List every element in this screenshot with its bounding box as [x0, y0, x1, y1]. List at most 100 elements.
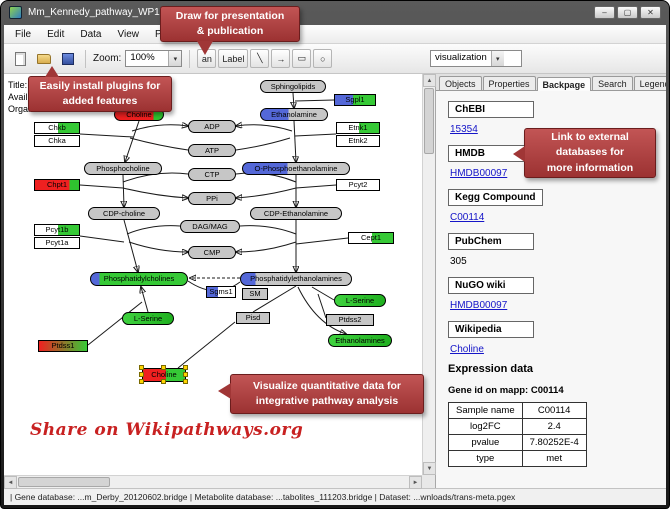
tab-objects[interactable]: Objects: [439, 76, 482, 90]
scroll-left-icon[interactable]: ◄: [4, 476, 17, 489]
titlebar[interactable]: Mm_Kennedy_pathway_WP1771_45176.gp – ▢ ✕: [1, 1, 669, 24]
node-dag-mag[interactable]: DAG/MAG: [180, 220, 240, 233]
new-file-button[interactable]: [10, 49, 30, 69]
node-cmp[interactable]: CMP: [188, 246, 236, 259]
rectangle-tool-button[interactable]: ▭: [292, 49, 312, 68]
tab-legend[interactable]: Legend: [633, 76, 666, 90]
node-sm[interactable]: SM: [242, 288, 268, 300]
tab-properties[interactable]: Properties: [482, 76, 536, 90]
selection-handle[interactable]: [183, 379, 188, 384]
pathway-edge: [317, 293, 327, 319]
node-pisd[interactable]: Pisd: [236, 312, 270, 324]
scroll-up-icon[interactable]: ▲: [423, 74, 436, 87]
selection-handle[interactable]: [161, 379, 166, 384]
label-tool-button[interactable]: Label: [218, 49, 249, 68]
node-pcyt2[interactable]: Pcyt2: [336, 179, 380, 191]
pathway-edge: [235, 137, 291, 151]
arrow-tool-button[interactable]: →: [271, 49, 291, 68]
node-atp[interactable]: ATP: [188, 144, 236, 157]
backpage-link-nugo-wiki[interactable]: HMDB00097: [450, 300, 508, 311]
toolbar-separator: [189, 49, 191, 68]
node-ptdss1[interactable]: Ptdss1: [38, 340, 88, 352]
open-file-button[interactable]: [34, 49, 54, 69]
oval-tool-button[interactable]: ○: [313, 49, 333, 68]
statusbar-text: | Gene database: ...m_Derby_20120602.bri…: [10, 492, 516, 502]
callout-arrow-left-icon: [218, 383, 231, 399]
node-etnk1[interactable]: Etnk1: [336, 122, 380, 134]
backpage-link-wikipedia[interactable]: Choline: [450, 344, 484, 355]
pathway-edge: [87, 301, 143, 346]
callout-text-line: Link to external: [551, 131, 629, 144]
node-o-phosphoethanolamine[interactable]: O-Phosphoethanolamine: [242, 162, 350, 175]
menubar: FileEditDataViewPluginsHelp: [4, 25, 666, 44]
menu-data[interactable]: Data: [80, 28, 102, 40]
backpage-header-nugo-wiki: NuGO wiki: [448, 277, 534, 294]
node-l-serine[interactable]: L-Serine: [334, 294, 386, 307]
pathway-edge: [293, 92, 294, 108]
tab-search[interactable]: Search: [592, 76, 633, 90]
pathway-edge: [141, 287, 149, 313]
node-phosphatidylethanolamines[interactable]: Phosphatidylethanolamines: [240, 272, 352, 286]
backpage-link-kegg-compound[interactable]: C00114: [450, 212, 485, 223]
node-ctp[interactable]: CTP: [188, 168, 236, 181]
vertical-scroll-thumb[interactable]: [424, 88, 434, 154]
node-chpt1[interactable]: Chpt1: [34, 179, 80, 191]
menu-file[interactable]: File: [15, 28, 32, 40]
node-l-serine[interactable]: L-Serine: [122, 312, 174, 325]
close-button[interactable]: ✕: [640, 6, 661, 19]
backpage-link-chebi[interactable]: 15354: [450, 124, 478, 135]
node-etnk2[interactable]: Etnk2: [336, 135, 380, 147]
node-chkb[interactable]: Chkb: [34, 122, 80, 134]
horizontal-scrollbar[interactable]: ◄ ►: [4, 475, 422, 489]
visualization-dropdown-arrow-icon[interactable]: ▾: [490, 51, 504, 66]
selection-handle[interactable]: [139, 379, 144, 384]
node-pcyt1a[interactable]: Pcyt1a: [34, 237, 80, 249]
selection-handle[interactable]: [139, 365, 144, 370]
selection-handle[interactable]: [161, 365, 166, 370]
selection-handle[interactable]: [183, 365, 188, 370]
menu-edit[interactable]: Edit: [47, 28, 65, 40]
node-ethanolamine[interactable]: Ethanolamine: [260, 108, 328, 121]
node-cdp-ethanolamine[interactable]: CDP-Ethanolamine: [250, 207, 342, 220]
menu-view[interactable]: View: [117, 28, 139, 40]
node-cept1[interactable]: Cept1: [348, 232, 394, 244]
node-phosphatidylcholines[interactable]: Phosphatidylcholines: [90, 272, 188, 286]
pathway-edge: [128, 241, 188, 252]
node-ppi[interactable]: PPi: [188, 192, 236, 205]
node-phosphocholine[interactable]: Phosphocholine: [84, 162, 162, 175]
visualization-combobox[interactable]: visualization ▾: [430, 50, 522, 67]
selection-handle[interactable]: [139, 372, 144, 377]
new-file-icon: [14, 51, 26, 66]
selection-handle[interactable]: [183, 372, 188, 377]
pathway-edge: [294, 120, 296, 162]
node-sgms1[interactable]: Sgms1: [206, 286, 236, 298]
node-sgpl1[interactable]: Sgpl1: [334, 94, 376, 106]
node-adp[interactable]: ADP: [188, 120, 236, 133]
node-sphingolipids[interactable]: Sphingolipids: [260, 80, 326, 93]
save-button[interactable]: [58, 49, 78, 69]
pathway-edge: [123, 174, 124, 207]
zoom-dropdown-arrow-icon[interactable]: ▾: [168, 51, 182, 66]
node-ethanolamines[interactable]: Ethanolamines: [328, 334, 392, 347]
node-pcyt1b[interactable]: Pcyt1b: [34, 224, 80, 236]
tab-backpage[interactable]: Backpage: [536, 77, 592, 91]
line-tool-button[interactable]: ╲: [250, 49, 270, 68]
pathway-info-line: Title:: [8, 80, 28, 90]
node-chka[interactable]: Chka: [34, 135, 80, 147]
node-ptdss2[interactable]: Ptdss2: [326, 314, 374, 326]
scroll-down-icon[interactable]: ▼: [423, 462, 436, 475]
maximize-button[interactable]: ▢: [617, 6, 638, 19]
pathway-edge: [79, 133, 134, 138]
node-cdp-choline[interactable]: CDP-choline: [88, 207, 160, 220]
scroll-right-icon[interactable]: ►: [409, 476, 422, 489]
horizontal-scroll-thumb[interactable]: [18, 477, 110, 487]
backpage-header-pubchem: PubChem: [448, 233, 534, 250]
vertical-scrollbar[interactable]: ▲ ▼: [422, 74, 436, 475]
backpage-link-hmdb[interactable]: HMDB00097: [450, 168, 508, 179]
zoom-combobox[interactable]: 100% ▾: [125, 50, 183, 67]
minimize-button[interactable]: –: [594, 6, 615, 19]
